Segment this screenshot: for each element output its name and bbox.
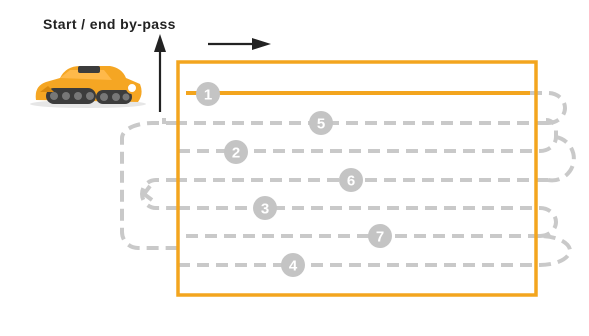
- arrow-up-icon: [154, 34, 166, 112]
- pass-number-3: 3: [261, 201, 269, 218]
- bypass-arrows: [154, 34, 271, 112]
- pass-number-2: 2: [232, 145, 240, 162]
- pass-number-5: 5: [317, 116, 325, 133]
- start-end-bypass-label: Start / end by-pass: [43, 16, 176, 32]
- pass-number-7: 7: [376, 229, 384, 246]
- pass-marker-3: 3: [253, 196, 277, 220]
- pass-4: [178, 233, 573, 267]
- turn-6-3: [139, 178, 178, 210]
- pass-marker-2: 2: [224, 140, 248, 164]
- pass-marker-6: 6: [339, 168, 363, 192]
- turn-1-5: [530, 91, 567, 125]
- robotic-mower-icon: [30, 66, 146, 108]
- left-outer-loop: [120, 121, 178, 250]
- pass-marker-7: 7: [368, 224, 392, 248]
- pass-markers: 1 5 2 6 3 7 4: [196, 82, 392, 277]
- pass-number-6: 6: [347, 173, 355, 190]
- turn-2-6: [547, 135, 576, 183]
- working-area-frame: [176, 60, 538, 297]
- dashed-path: [120, 91, 576, 267]
- pass-marker-1: 1: [196, 82, 220, 106]
- pass-number-1: 1: [204, 87, 212, 104]
- pass-number-4: 4: [289, 258, 298, 275]
- arrow-right-icon: [208, 38, 271, 50]
- pass-3: [178, 206, 559, 238]
- pass-marker-4: 4: [281, 253, 305, 277]
- pass-marker-5: 5: [309, 111, 333, 135]
